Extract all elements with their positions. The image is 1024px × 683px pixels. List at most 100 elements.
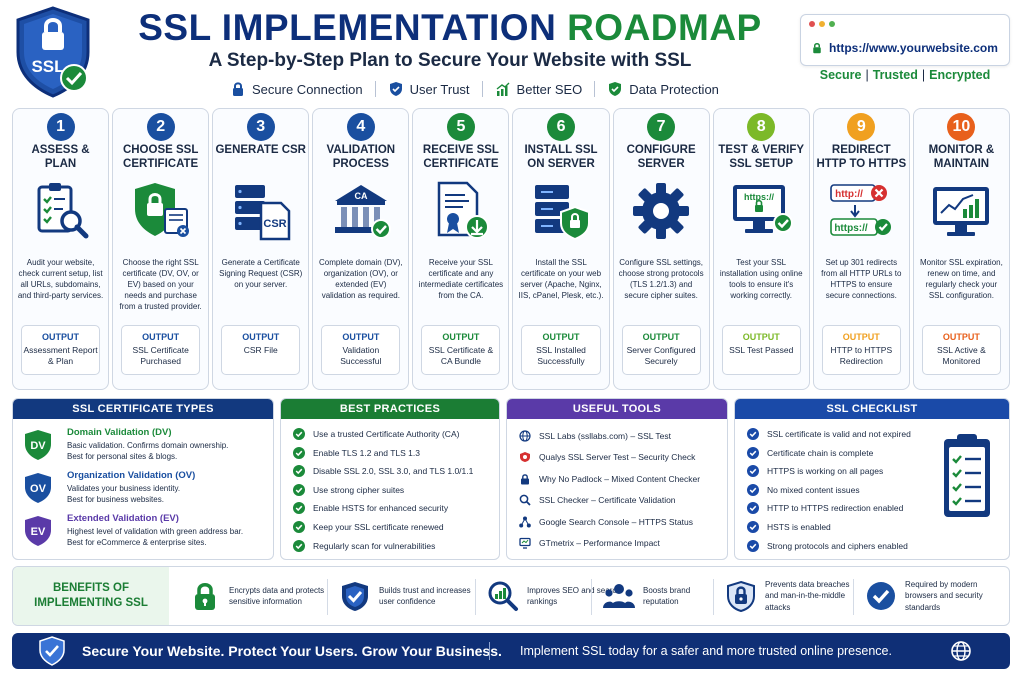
step-description: Audit your website, check current setup,… xyxy=(17,258,104,300)
step-description: Generate a Certificate Signing Request (… xyxy=(219,258,303,289)
best-practice-item: Regularly scan for vulnerabilities xyxy=(293,539,435,553)
badge-text: DV xyxy=(30,440,46,452)
ssl-checklist-panel: SSL CHECKLIST SSL certificate is valid a… xyxy=(734,398,1010,560)
panel-heading: SSL CHECKLIST xyxy=(735,399,1009,419)
best-practice-text: Enable HSTS for enhanced security xyxy=(313,503,449,514)
step-description: Test your SSL installation using online … xyxy=(719,258,803,300)
feature-strip: Secure Connection User Trust Better SEO … xyxy=(218,78,758,100)
feature-user-trust: User Trust xyxy=(376,81,482,97)
tool-label: Why No Padlock – Mixed Content Checker xyxy=(539,473,701,484)
server-shield-icon xyxy=(529,179,593,243)
checklist-text: No mixed content issues xyxy=(767,484,860,495)
step-number-badge: 1 xyxy=(46,113,75,141)
check-circle-icon xyxy=(747,502,759,515)
checklist-item: No mixed content issues xyxy=(747,483,860,497)
type-desc-line: Validates your business identity. xyxy=(67,484,181,493)
output-text: SSL Certificate & CA Bundle xyxy=(428,345,494,366)
step-number-badge: 2 xyxy=(146,113,175,141)
output-label: OUTPUT xyxy=(242,332,280,342)
check-circle-icon xyxy=(747,521,759,533)
checklist-text: SSL certificate is valid and not expired xyxy=(767,429,911,439)
checklist-text: Strong protocols and ciphers enabled xyxy=(767,540,908,551)
step-description: Configure SSL settings, choose strong pr… xyxy=(618,258,704,300)
shield-badge-icon: DV xyxy=(23,429,53,461)
title-part1: SSL IMPLEMENTATION xyxy=(138,7,557,48)
step-number-badge: 9 xyxy=(847,113,876,141)
type-desc-line: Best for personal sites & blogs. xyxy=(67,452,178,461)
check-circle-icon xyxy=(747,539,759,552)
step-description: Install the SSL certificate on your web … xyxy=(518,258,604,300)
padlock-icon xyxy=(195,583,215,610)
type-desc-line: Highest level of validation with green a… xyxy=(67,527,244,536)
feature-label: Better SEO xyxy=(516,81,583,97)
best-practice-item: Keep your SSL certificate renewed xyxy=(293,520,444,534)
step-output-box: OUTPUT Validation Successful xyxy=(321,325,401,375)
shield-check-icon xyxy=(609,82,622,96)
title-part2: ROADMAP xyxy=(567,7,762,48)
shield-badge-icon: OV xyxy=(23,472,53,504)
output-label: OUTPUT xyxy=(342,332,380,342)
output-text: SSL Certificate Purchased xyxy=(132,345,189,366)
output-text: HTTP to HTTPS Redirection xyxy=(830,345,893,366)
output-text: Validation Successful xyxy=(340,345,382,366)
best-practice-text: Keep your SSL certificate renewed xyxy=(313,522,444,532)
step-description: Monitor SSL expiration, renew on time, a… xyxy=(919,258,1003,300)
lock-shield-icon xyxy=(727,580,755,612)
check-circle-icon xyxy=(293,446,305,459)
padlock-icon xyxy=(233,82,243,96)
benefit-item: Builds trust and increases user confiden… xyxy=(339,573,475,619)
best-practice-item: Disable SSL 2.0, SSL 3.0, and TLS 1.0/1.… xyxy=(293,464,473,478)
step-title: CHOOSE SSL CERTIFICATE xyxy=(122,144,199,170)
check-circle-icon xyxy=(747,428,759,440)
tool-item: Qualys SSL Server Test – Security Check xyxy=(519,450,695,464)
step-number-badge: 10 xyxy=(947,113,976,141)
feature-label: User Trust xyxy=(409,81,470,97)
checklist-item: HTTPS is working on all pages xyxy=(747,464,883,478)
benefit-item: Boosts brand reputation xyxy=(603,573,723,619)
step-title: RECEIVE SSL CERTIFICATE xyxy=(422,144,499,170)
globe-icon xyxy=(519,430,531,442)
footer-slogan: Secure Your Website. Protect Your Users.… xyxy=(82,643,502,659)
seo-magnifier-icon xyxy=(488,581,518,611)
feature-better-seo: Better SEO xyxy=(483,81,595,97)
step-number-badge: 6 xyxy=(547,113,576,141)
type-description: Validates your business identity.Best fo… xyxy=(67,483,277,505)
checklist-item: Strong protocols and ciphers enabled xyxy=(747,539,908,553)
checklist-item: HSTS is enabled xyxy=(747,520,831,534)
csr-label: CSR xyxy=(263,218,286,230)
certificate-download-icon xyxy=(429,179,493,243)
output-label: OUTPUT xyxy=(142,332,180,342)
benefit-text: Encrypts data and protects sensitive inf… xyxy=(229,585,325,607)
feature-label: Data Protection xyxy=(629,81,719,97)
shield-check-icon xyxy=(342,582,368,611)
benefit-item: Improves SEO and search rankings xyxy=(487,573,623,619)
checklist-text: HTTP to HTTPS redirection enabled xyxy=(767,503,904,514)
clipboard-checklist-icon xyxy=(944,434,990,517)
panel-heading: USEFUL TOOLS xyxy=(507,399,727,419)
benefit-text: Required by modern browsers and security… xyxy=(905,579,983,612)
panel-heading: BEST PRACTICES xyxy=(281,399,499,419)
best-practice-text: Use strong cipher suites xyxy=(313,484,405,495)
tool-label: SSL Checker – Certificate Validation xyxy=(539,495,676,506)
checklist-text: Certificate chain is complete xyxy=(767,447,874,458)
tagline: Secure|Trusted|Encrypted xyxy=(819,68,991,82)
check-circle-icon xyxy=(293,483,305,496)
output-text: Assessment Report & Plan xyxy=(23,345,98,366)
tool-label: GTmetrix – Performance Impact xyxy=(539,538,660,548)
padlock-icon xyxy=(813,43,821,54)
step-number-badge: 4 xyxy=(346,113,375,141)
tool-label: Google Search Console – HTTPS Status xyxy=(539,516,694,527)
step-description: Set up 301 redirects from all HTTP URLs … xyxy=(821,258,902,300)
